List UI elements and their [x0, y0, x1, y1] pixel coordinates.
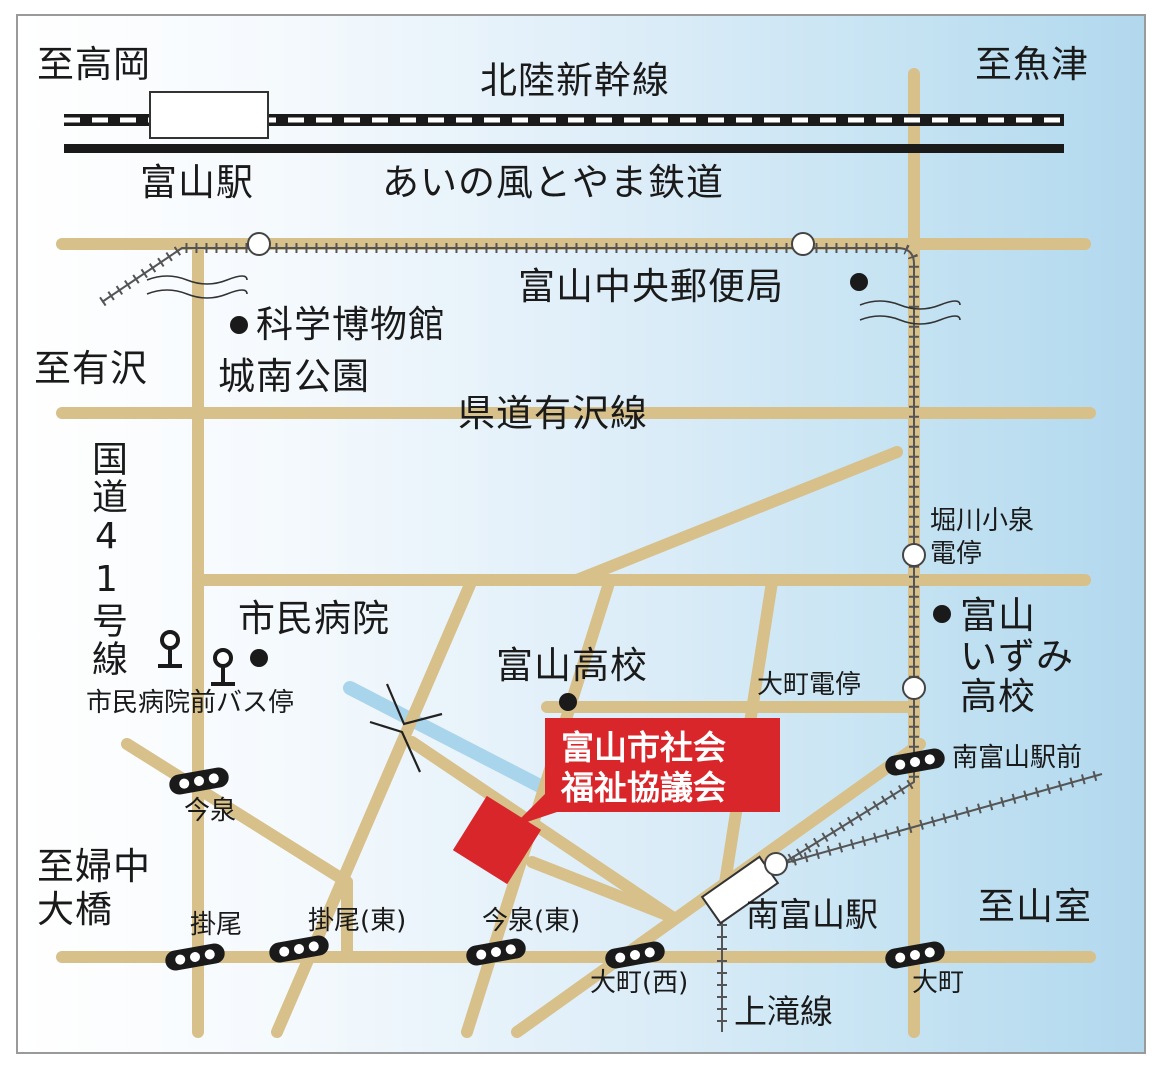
shinkansen-line [64, 114, 1064, 126]
bus-stop-icons [158, 630, 235, 686]
signal-imaizumi [169, 767, 229, 795]
signal-minami-toyama-ekimae [885, 748, 945, 776]
signal-kakeo-label: 掛尾 [190, 910, 243, 940]
map-frame [16, 14, 1146, 1054]
signal-kakeo-east [269, 935, 329, 963]
direction-yamamuro: 至山室 [978, 885, 1092, 928]
park-label: 城南公園 [218, 355, 370, 398]
signal-imaizumi-east-label: 今泉(東) [482, 906, 581, 936]
stop-circle-2 [791, 232, 815, 256]
kamidaki-line-label: 上滝線 [734, 992, 833, 1031]
bus-stop-label: 市民病院前バス停 [86, 688, 295, 718]
road-river-side [406, 736, 678, 923]
destination-building [452, 795, 542, 885]
road-diagonal-c [121, 738, 353, 888]
destination-line-1: 富山市社会 [561, 728, 726, 767]
toyama-station-label: 富山駅 [140, 161, 254, 204]
prefectural-road-label: 県道有沢線 [458, 392, 648, 435]
museum-dot [230, 316, 248, 334]
direction-takaoka: 至高岡 [37, 43, 151, 86]
signal-omachi-label: 大町 [912, 968, 965, 998]
signal-omachi-west [605, 941, 665, 969]
destination-label: 富山市社会 福祉協議会 [545, 718, 780, 812]
stop-minami-toyama [764, 852, 788, 876]
signal-omachi-west-label: 大町(西) [590, 968, 689, 998]
post-office-label: 富山中央郵便局 [518, 265, 784, 308]
minami-toyama-station-label: 南富山駅 [746, 895, 878, 934]
ainokaze-label: あいの風とやま鉄道 [382, 161, 724, 204]
tram-stops [247, 232, 926, 876]
hospital-label: 市民病院 [238, 597, 390, 640]
signal-imaizumi-east [466, 938, 526, 966]
horikawa-stop-label: 堀川小泉 電停 [930, 506, 1035, 569]
direction-fuchu: 至婦中 大橋 [37, 845, 151, 931]
toyama-station-icon [149, 91, 269, 139]
landmark-dots [230, 273, 951, 711]
shinkansen-label: 北陸新幹線 [480, 59, 670, 102]
destination-line-2: 福祉協議会 [561, 767, 726, 807]
river [343, 681, 549, 794]
stop-circle-1 [247, 232, 271, 256]
signal-imaizumi-label: 今泉 [184, 796, 237, 826]
izumi-high-dot [933, 605, 951, 623]
bus-stop-icon-1 [160, 630, 180, 650]
direction-uozu: 至魚津 [975, 43, 1089, 86]
toyama-high-dot [559, 693, 577, 711]
road-diagonal-a [271, 574, 478, 1038]
map-canvas [56, 68, 1104, 1038]
tram-line [99, 243, 1104, 1032]
museum-label: 科学博物館 [256, 303, 446, 346]
izumi-high-label: 富山 いずみ 高校 [960, 594, 1074, 719]
minami-toyama-ekimae-label: 南富山駅前 [952, 743, 1083, 773]
post-office-dot [850, 273, 868, 291]
ainokaze-line [64, 144, 1064, 153]
signal-kakeo [165, 943, 225, 971]
road-diagonal-ne [571, 446, 903, 586]
direction-arisawa: 至有沢 [34, 347, 148, 390]
toyama-high-label: 富山高校 [496, 644, 648, 687]
national-road-label: 国道41号線 [86, 440, 127, 678]
river-bridge [369, 683, 443, 773]
bridge-marks [146, 275, 961, 325]
hospital-dot [250, 649, 268, 667]
stop-omachi [902, 676, 926, 700]
stop-horikawa [902, 543, 926, 567]
omachi-stop-label: 大町電停 [757, 670, 862, 700]
road-south-link [526, 856, 678, 923]
signal-kakeo-east-label: 掛尾(東) [308, 906, 407, 936]
bus-stop-icon-2 [213, 648, 233, 668]
traffic-signals [165, 748, 945, 971]
signal-omachi [885, 941, 945, 969]
